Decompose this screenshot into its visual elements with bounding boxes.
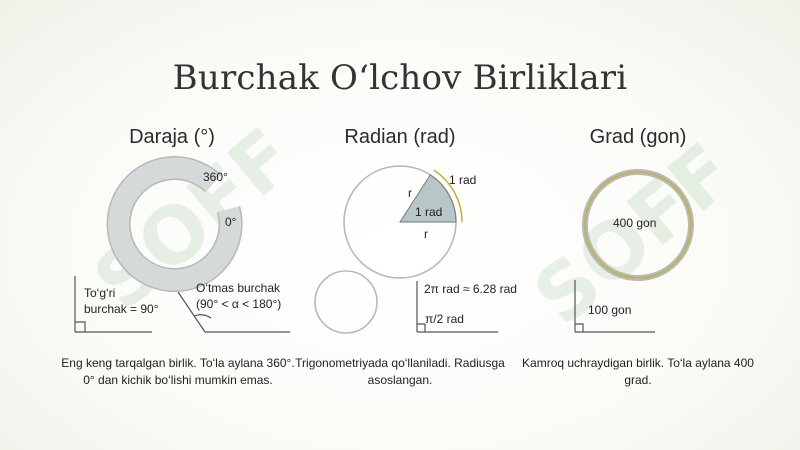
degree-description: Eng keng tarqalgan birlik. To‘la aylana …	[61, 356, 295, 387]
radian-heading: Radian (rad)	[344, 126, 456, 148]
radian-full-label: 2π rad ≈ 6.28 rad	[424, 282, 517, 296]
grad-description: Kamroq uchraydigan birlik. To‘la aylana …	[522, 356, 754, 387]
radian-small-circle	[314, 270, 378, 334]
radian-circle	[343, 165, 463, 279]
grad-heading: Grad (gon)	[589, 126, 687, 148]
grad-right-angle	[574, 280, 655, 333]
radian-right-angle	[416, 281, 498, 333]
degree-ring	[106, 156, 243, 293]
degree-obtuse-label: O‘tmas burchak (90° < α < 180°)	[196, 281, 282, 311]
degree-label-360: 360°	[203, 170, 228, 184]
radian-sector-label: 1 rad	[415, 205, 443, 219]
grad-circle	[582, 169, 694, 281]
degree-heading: Daraja (°)	[129, 126, 215, 148]
degree-right-angle	[74, 276, 152, 333]
degree-right-angle-label: To‘g‘ri burchak = 90°	[84, 286, 159, 316]
radian-description: Trigonometriyada qo‘llaniladi. Radiusga …	[295, 356, 505, 387]
grad-right-label: 100 gon	[588, 303, 632, 317]
radian-r-label-bottom: r	[424, 227, 428, 241]
radian-arc-label: 1 rad	[449, 173, 477, 187]
degree-obtuse-angle	[177, 291, 290, 333]
page-title: Burchak O‘lchov Birliklari	[172, 58, 628, 98]
radian-right-label: π/2 rad	[425, 312, 464, 326]
grad-full-label: 400 gon	[613, 216, 657, 230]
degree-label-0: 0°	[225, 215, 237, 229]
radian-r-label-top: r	[408, 186, 412, 200]
